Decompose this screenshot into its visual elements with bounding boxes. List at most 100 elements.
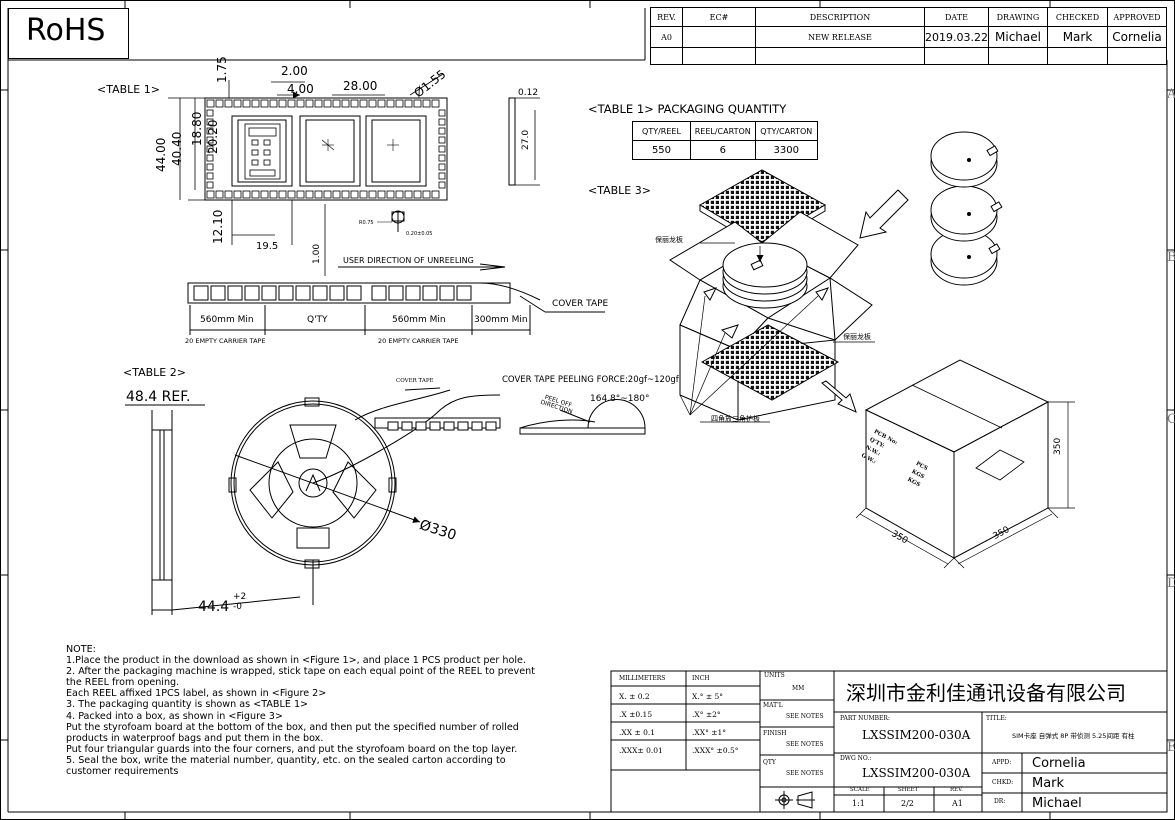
unreel-direction: USER DIRECTION OF UNREELING	[343, 256, 474, 265]
note-line: 5. Seal the box, write the material numb…	[66, 754, 506, 766]
cover-tape-small: COVER TAPE	[396, 378, 434, 384]
tb-tol-in-0: X.° ± 5°	[692, 692, 724, 701]
tb-matl-value: SEE NOTES	[786, 713, 824, 720]
empty-carrier-2: 20 EMPTY CARRIER TAPE	[378, 337, 459, 345]
qty-carton-value: 3300	[754, 140, 819, 160]
tb-rev: A1	[952, 799, 963, 808]
peel-angle: 164.8°~180°	[590, 394, 650, 404]
ec-header: EC#	[682, 7, 756, 27]
reel-carton-header: REEL/CARTON	[689, 121, 756, 141]
empty-carrier-1: 20 EMPTY CARRIER TAPE	[185, 337, 266, 345]
tb-tol-in-3: .XXX° ±0.5°	[692, 746, 739, 755]
reel-carton-value: 6	[689, 140, 756, 160]
tb-chkd-label: CHKD:	[992, 779, 1014, 786]
description-header: DESCRIPTION	[755, 7, 925, 27]
tb-part-number: LXSSIM200-030A	[862, 728, 971, 742]
foam-board-mid-label: 保丽龙板	[843, 333, 871, 341]
zone-c: C	[1167, 412, 1175, 427]
approved-value: Cornelia	[1106, 26, 1168, 48]
rev-header: REV.	[650, 7, 683, 27]
tape-seg-3: 560mm Min	[392, 315, 446, 325]
cover-tape-label: COVER TAPE	[552, 299, 609, 309]
tape-strip	[187, 263, 605, 335]
rev-value: A0	[650, 26, 683, 48]
carrier-tape-top-view	[168, 73, 540, 276]
note-line: products in waterproof bags and put them…	[66, 732, 324, 744]
description-value: NEW RELEASE	[755, 26, 925, 48]
tb-tol-in-2: .XX° ±1°	[692, 728, 727, 737]
note-line: Each REEL affixed 1PCS label, as shown i…	[66, 688, 327, 700]
packing-assembly	[669, 131, 1075, 569]
dim-12-10: 12.10	[211, 209, 225, 244]
dim-18-80: 18.80	[190, 111, 204, 146]
table2-label: <TABLE 2>	[123, 366, 186, 379]
zone-a: A	[1167, 87, 1175, 102]
tb-matl-label: MAT'L	[763, 702, 783, 709]
tb-tol-mm-2: .XX ± 0.1	[619, 728, 656, 737]
checked-value: Mark	[1046, 26, 1108, 48]
dim-1-75: 1.75	[215, 56, 229, 83]
dim-27-0: 27.0	[521, 129, 531, 150]
hub-tol-plus: +2	[233, 592, 247, 602]
tb-tol-mm-3: .XXX± 0.01	[619, 746, 663, 755]
tb-qty-label: QTY	[763, 759, 776, 766]
note-line: 3. The packaging quantity is shown as <T…	[66, 699, 309, 711]
packaging-table: QTY/REEL REEL/CARTON QTY/CARTON 550 6 33…	[632, 121, 819, 160]
notes-block: NOTE: 1.Place the product in the downloa…	[66, 644, 535, 777]
drawing-value: Michael	[987, 26, 1048, 48]
tb-units-label: UNITS	[764, 672, 785, 679]
tb-sheet: 2/2	[901, 799, 914, 808]
dim-thickness: 0.20±0.05	[406, 231, 433, 237]
tb-tol-mm-1: .X ±0.15	[619, 710, 653, 719]
dim-4-00: 4.00	[287, 82, 314, 96]
dim-2-00: 2.00	[281, 64, 308, 78]
revision-table: REV. EC# DESCRIPTION DATE DRAWING CHECKE…	[650, 7, 1168, 65]
dim-0-12: 0.12	[518, 88, 539, 98]
note-line: 1.Place the product in the download as s…	[66, 655, 526, 667]
tb-chkd: Mark	[1032, 776, 1065, 791]
tb-scale-label: SCALE	[850, 787, 870, 793]
table3-label: <TABLE 3>	[588, 184, 651, 197]
tb-part-number-label: PART NUMBER:	[840, 715, 890, 722]
corner-guard-label: 四角放三角护板	[711, 415, 760, 423]
qty-carton-header: QTY/CARTON	[754, 121, 819, 141]
tb-title: SIM卡座 自弹式 8P 带侦测 5.25间距 有柱	[1012, 732, 1135, 740]
tb-dwg-label: DWG NO.:	[840, 755, 872, 762]
peel-diagram	[354, 387, 646, 435]
note-line: the REEL from opening.	[66, 677, 180, 689]
tb-dwg-number: LXSSIM200-030A	[862, 766, 971, 780]
zone-d: D	[1167, 576, 1175, 591]
drawing-header: DRAWING	[987, 7, 1048, 27]
hub-dimension: 44.4	[198, 599, 230, 615]
tape-seg-1: 560mm Min	[200, 315, 254, 325]
carton-height: 350	[1053, 437, 1063, 455]
tb-tol-in-1: .X° ±2°	[692, 710, 721, 719]
date-value: 2019.03.22	[924, 26, 989, 48]
tb-units-value: MM	[792, 685, 805, 692]
packaging-title: <TABLE 1> PACKAGING QUANTITY	[588, 102, 787, 116]
qty-reel-value: 550	[632, 140, 691, 160]
dim-19-5: 19.5	[256, 241, 279, 252]
tb-finish-label: FINISH	[763, 730, 787, 737]
checked-header: CHECKED	[1046, 7, 1108, 27]
note-line: customer requirements	[66, 766, 179, 778]
peel-force: COVER TAPE PEELING FORCE:20gf~120gf	[502, 375, 679, 385]
date-header: DATE	[924, 7, 989, 27]
tape-seg-2: Q'TY	[307, 315, 328, 325]
tb-qty-value: SEE NOTES	[786, 770, 824, 777]
reel-drawing	[125, 394, 501, 615]
tb-scale: 1:1	[852, 799, 865, 808]
foam-board-top-label: 保丽龙板	[655, 236, 683, 244]
tb-dr: Michael	[1032, 796, 1082, 811]
note-line: NOTE:	[66, 644, 96, 655]
tb-appd-label: APPD:	[992, 759, 1012, 766]
hub-tol-minus: -0	[233, 602, 242, 612]
tb-title-label: TITLE:	[986, 715, 1007, 722]
zone-e: E	[1167, 740, 1175, 755]
note-line: 4. Packed into a box, as shown in <Figur…	[66, 710, 283, 722]
reel-width: 48.4 REF.	[126, 389, 191, 405]
rohs-mark: RoHS	[26, 13, 106, 48]
dim-1-00: 1.00	[312, 243, 322, 264]
note-line: 2. After the packaging machine is wrappe…	[66, 666, 535, 678]
